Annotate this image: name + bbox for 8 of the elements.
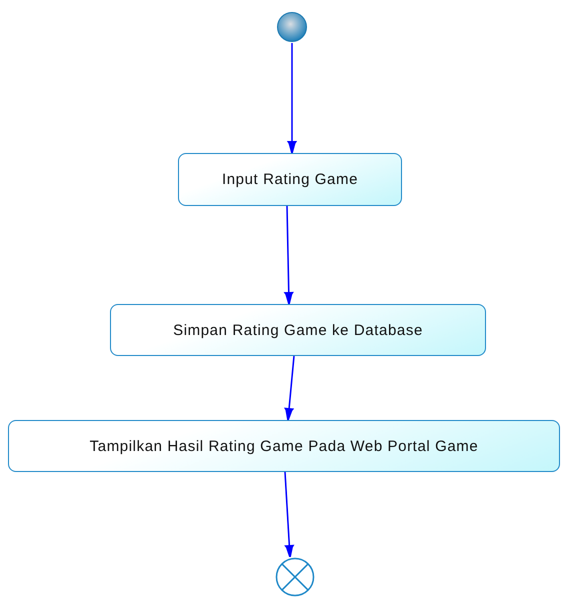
final-node-circle bbox=[275, 557, 315, 597]
action-box bbox=[110, 304, 486, 356]
action-label: Input Rating Game bbox=[222, 171, 358, 188]
action-box bbox=[8, 420, 560, 472]
action-label: Tampilkan Hasil Rating Game Pada Web Portal Game bbox=[90, 438, 478, 454]
initial-node-circle bbox=[276, 11, 308, 43]
action-label: Simpan Rating Game ke Database bbox=[173, 322, 423, 338]
action-box bbox=[178, 153, 402, 206]
